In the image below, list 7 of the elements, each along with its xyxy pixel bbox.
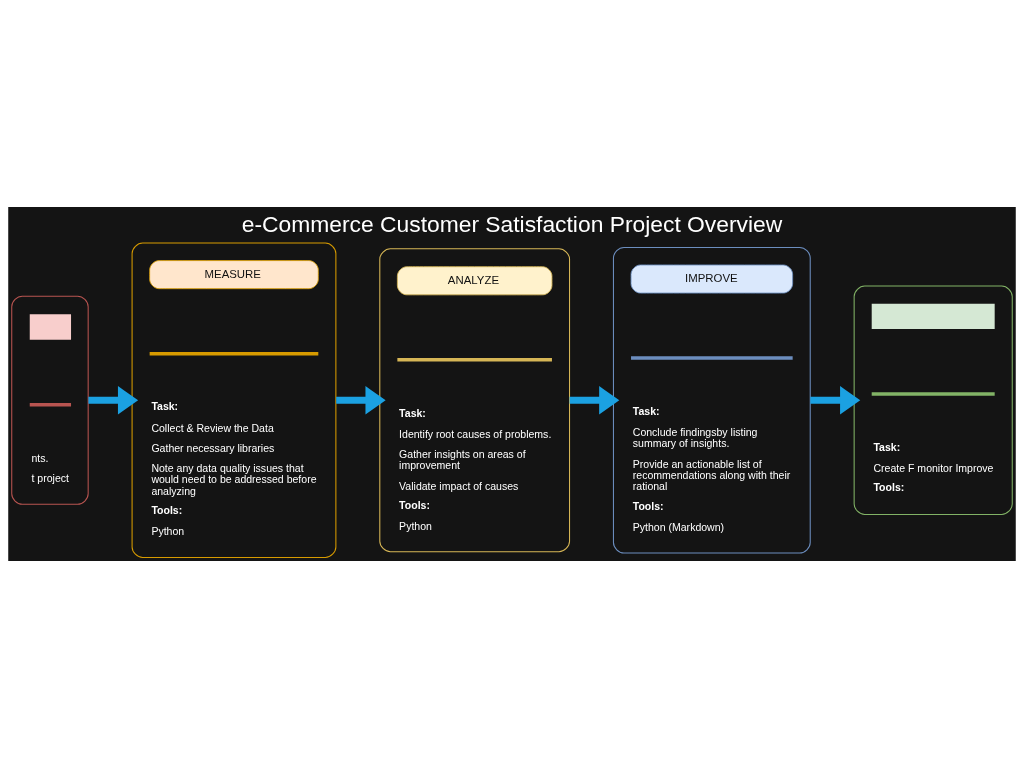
node-box: MEASURE Task: Collect & Review the Data Gather necessary libraries Note any data quality issues that would need to be addressed before analyzing Tools: Python: [131, 242, 337, 558]
node-box: IMPROVE Task: Conclude findingsby listing summary of insights. Provide an actionable list of recommendations along with their rational Tools: Python (Markdown): [612, 246, 811, 554]
node-box: Task: Create F monitor Improve Tools:: [853, 285, 1013, 515]
node-box: ANALYZE Task: Identify root causes of problems. Gather insights on areas of improvement Validate impact of causes Tools: Python: [379, 248, 571, 553]
arrow: [569, 386, 620, 415]
diagram-title: e-Commerce Customer Satisfaction Project Overview: [241, 211, 783, 238]
node-box: nts. t project: [11, 295, 89, 505]
